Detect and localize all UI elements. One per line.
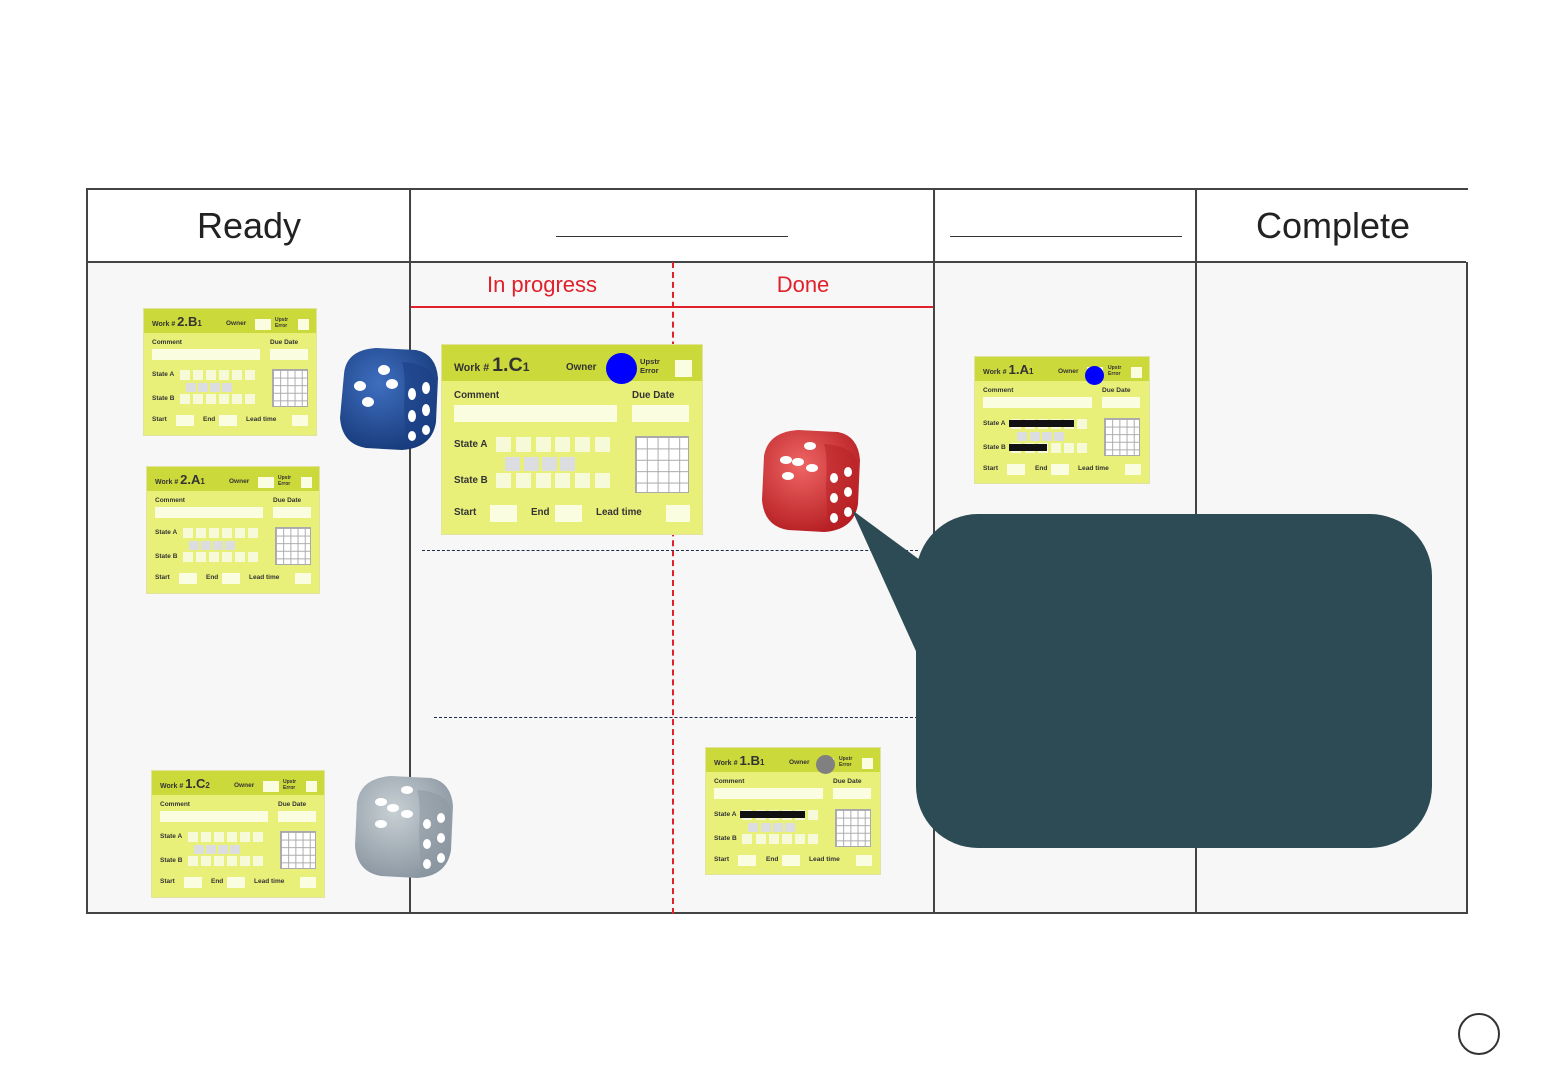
speech-bubble (916, 514, 1432, 848)
navigation-circle-button[interactable] (1458, 1013, 1500, 1055)
